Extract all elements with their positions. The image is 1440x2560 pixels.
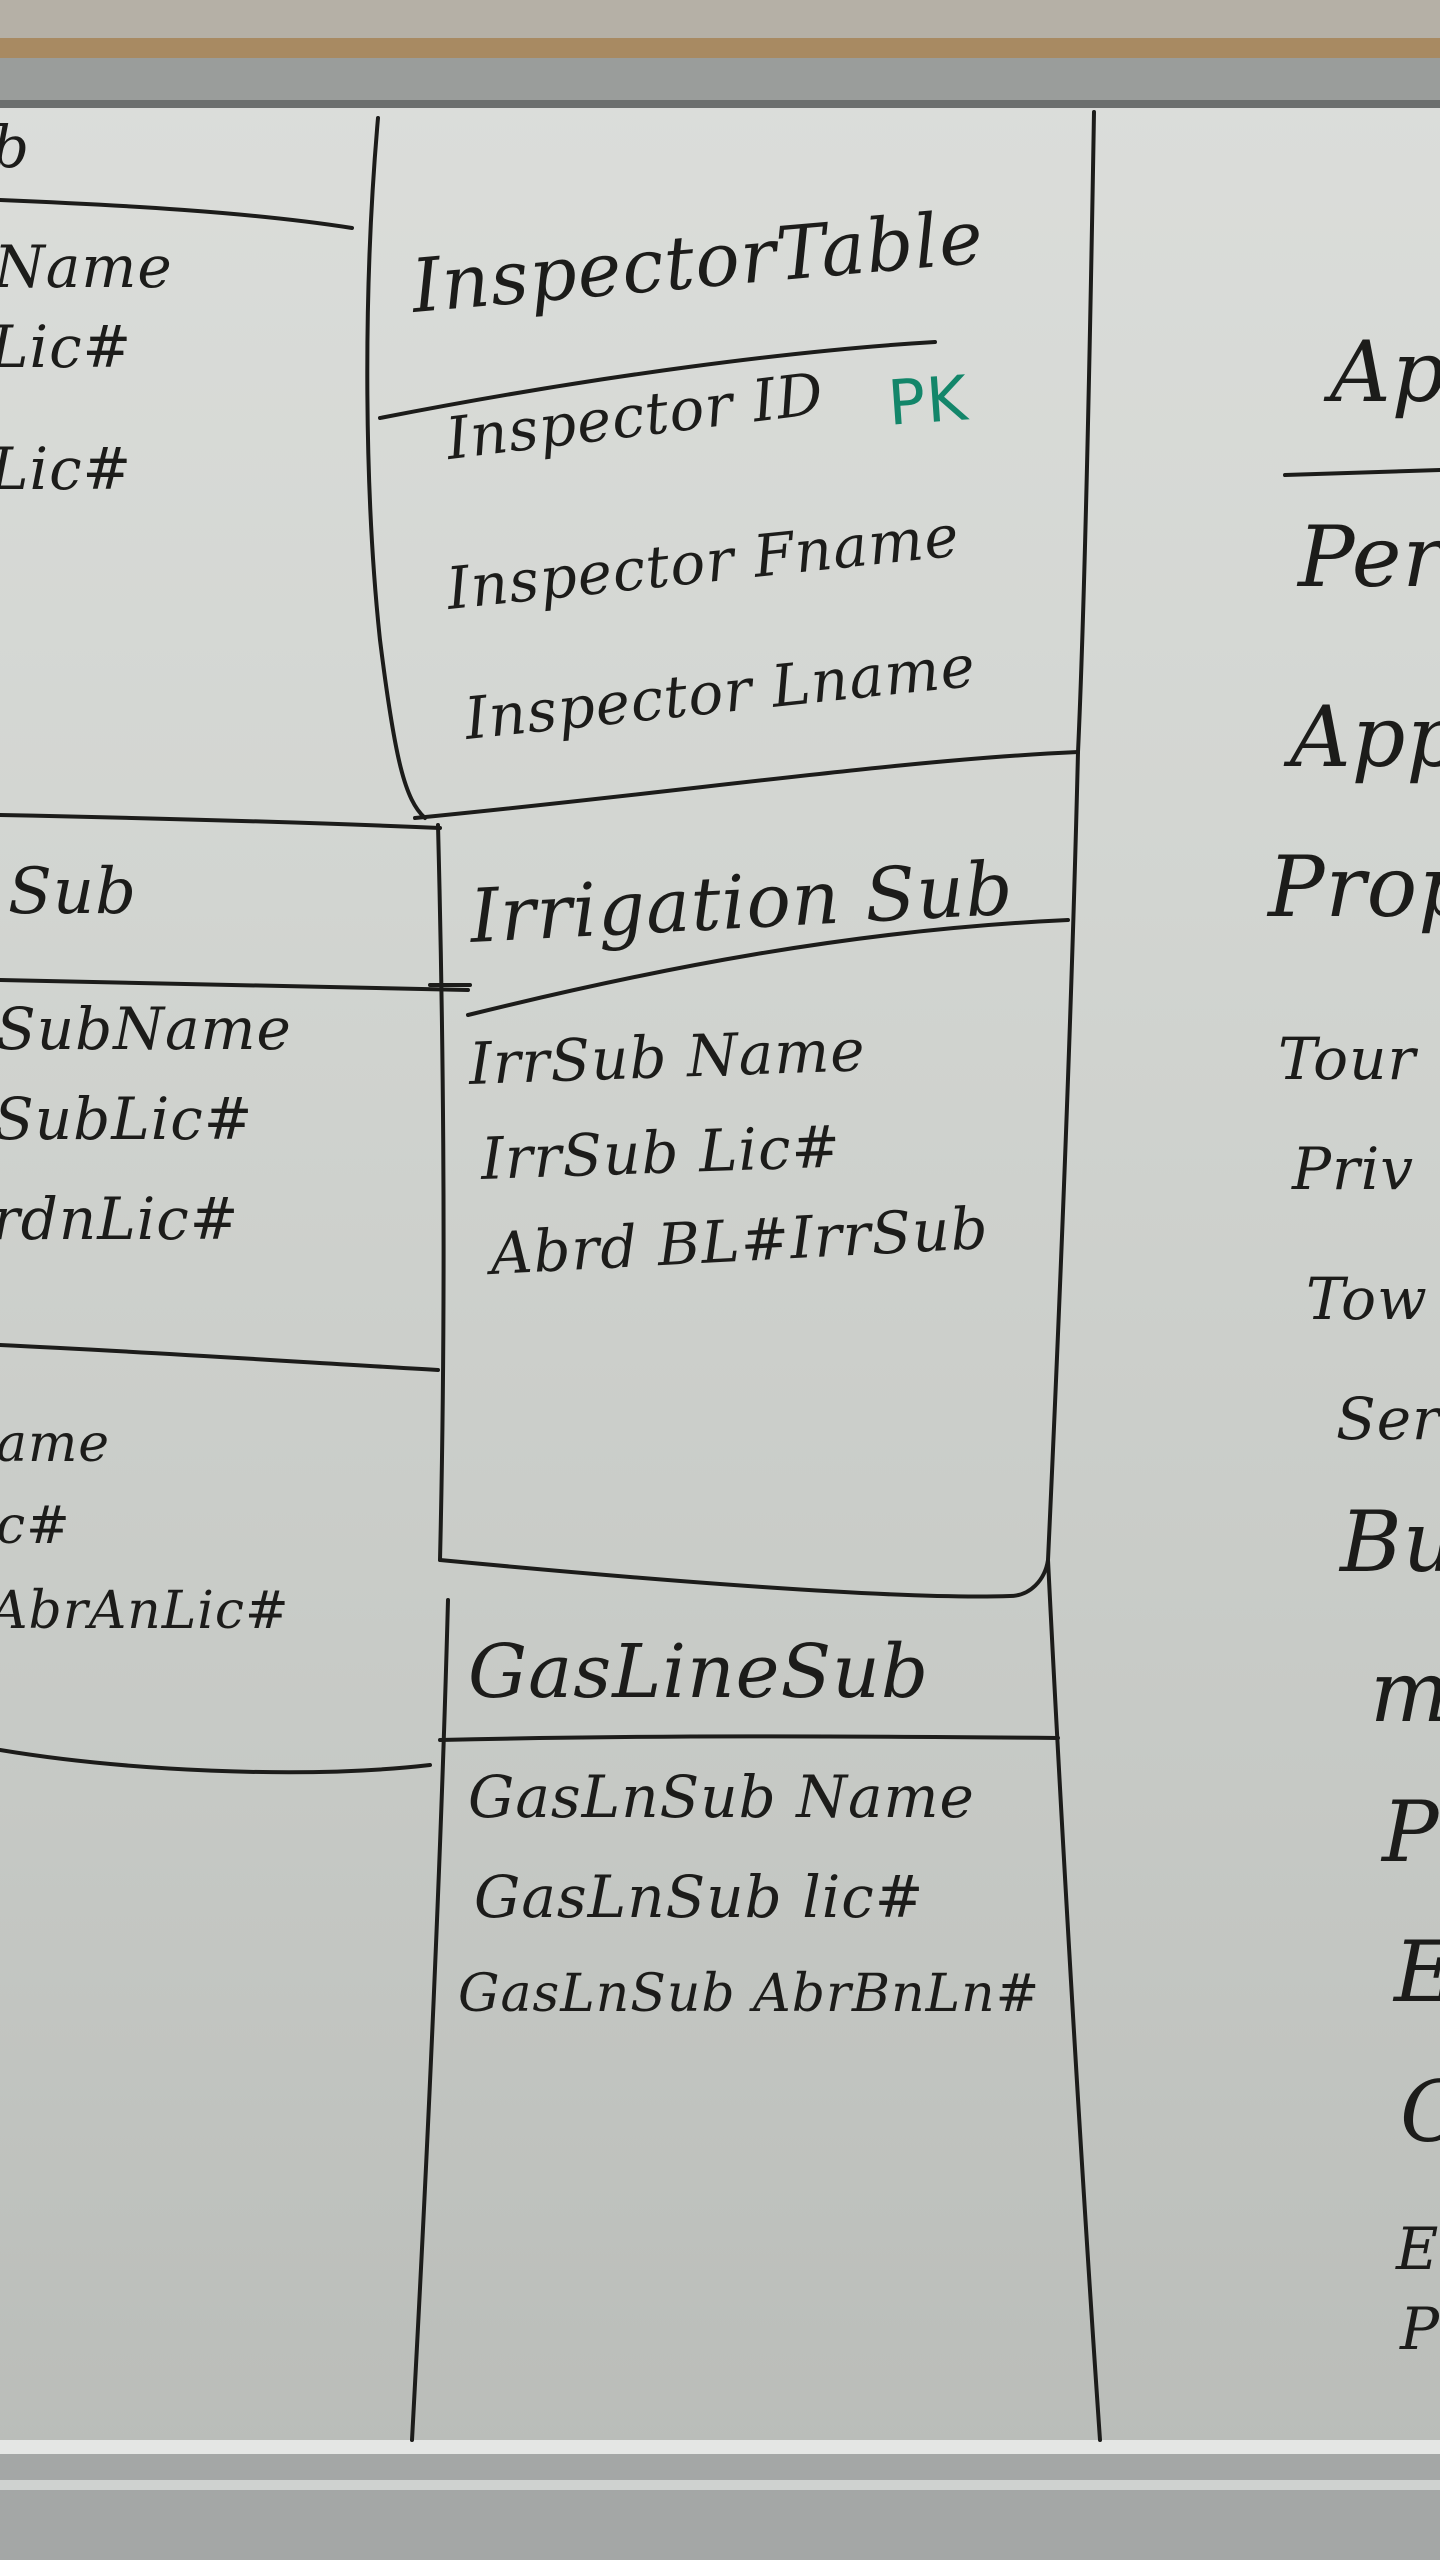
right-title-fragment: App	[1330, 323, 1440, 421]
left-mid-field-3: rdnLic#	[0, 1185, 240, 1253]
left-mid-field-2: SubLic#	[0, 1085, 254, 1153]
inspector-bottom-border	[413, 750, 1080, 820]
right-item-1: Per	[1298, 508, 1440, 606]
left-top-underline	[0, 198, 354, 230]
irrigation-field-name: IrrSub Name	[467, 1016, 867, 1098]
left-mid-title-fragment: Sub	[8, 855, 138, 929]
pk-marker: PK	[885, 361, 971, 440]
left-top-bottom-border	[0, 813, 442, 830]
right-item-2: App	[1290, 688, 1440, 786]
right-item-8: Bu	[1340, 1493, 1440, 1591]
tray-lip	[0, 2440, 1440, 2454]
left-top-field-1: Name	[0, 233, 173, 301]
right-item-4: Tour	[1278, 1025, 1417, 1093]
right-item-6: Tow	[1306, 1265, 1428, 1333]
tray-groove	[0, 2480, 1440, 2490]
left-mid-bottom-border	[0, 1343, 440, 1372]
marker-tray	[0, 2440, 1440, 2560]
gasline-right-border	[1046, 1558, 1102, 2442]
left-bot-field-2: c#	[0, 1496, 71, 1556]
right-item-9: m	[1370, 1650, 1440, 1734]
left-top-field-2: Lic#	[0, 313, 133, 381]
frame-shadow	[0, 100, 1440, 108]
gasline-sub-title: GasLineSub	[468, 1629, 930, 1715]
gasline-left-border	[410, 1598, 450, 2442]
left-top-field-3: Lic#	[0, 435, 133, 503]
gasline-field-abr: GasLnSub AbrBnLn#	[458, 1964, 1041, 2024]
right-item-13: E	[1396, 2215, 1440, 2283]
right-item-7: Ser	[1336, 1385, 1440, 1453]
left-mid-field-1: SubName	[0, 995, 292, 1063]
gasline-title-underline	[438, 1734, 1060, 1742]
right-item-14: P	[1400, 2295, 1440, 2363]
right-item-11: E	[1394, 1930, 1440, 2014]
right-item-10: P	[1382, 1783, 1440, 1881]
inspector-title-underline	[378, 340, 937, 420]
irrigation-title-underline	[466, 918, 1070, 1017]
inspector-left-border	[365, 116, 427, 820]
right-item-3: Prop	[1268, 838, 1440, 936]
left-top-title-fragment: b	[0, 118, 30, 176]
wall-strip	[0, 0, 1440, 40]
irrigation-right-and-bottom-border	[438, 750, 1080, 1599]
left-bot-bottom-border	[0, 1748, 432, 1775]
gasline-field-lic: GasLnSub lic#	[474, 1863, 925, 1931]
gasline-field-name: GasLnSub Name	[468, 1763, 975, 1831]
right-item-12: C	[1400, 2070, 1440, 2154]
irrigation-left-border	[436, 823, 446, 1562]
left-mid-underline	[0, 978, 470, 992]
left-bot-field-1: ame	[0, 1414, 111, 1474]
right-item-5: Priv	[1292, 1135, 1415, 1203]
right-title-underline	[1283, 468, 1440, 477]
frame-metal-top	[0, 58, 1440, 108]
frame-wood	[0, 38, 1440, 60]
left-bot-field-3: AbrAnLic#	[0, 1581, 290, 1641]
inspector-right-border	[1076, 110, 1096, 754]
irrigation-field-lic: IrrSub Lic#	[479, 1112, 843, 1193]
